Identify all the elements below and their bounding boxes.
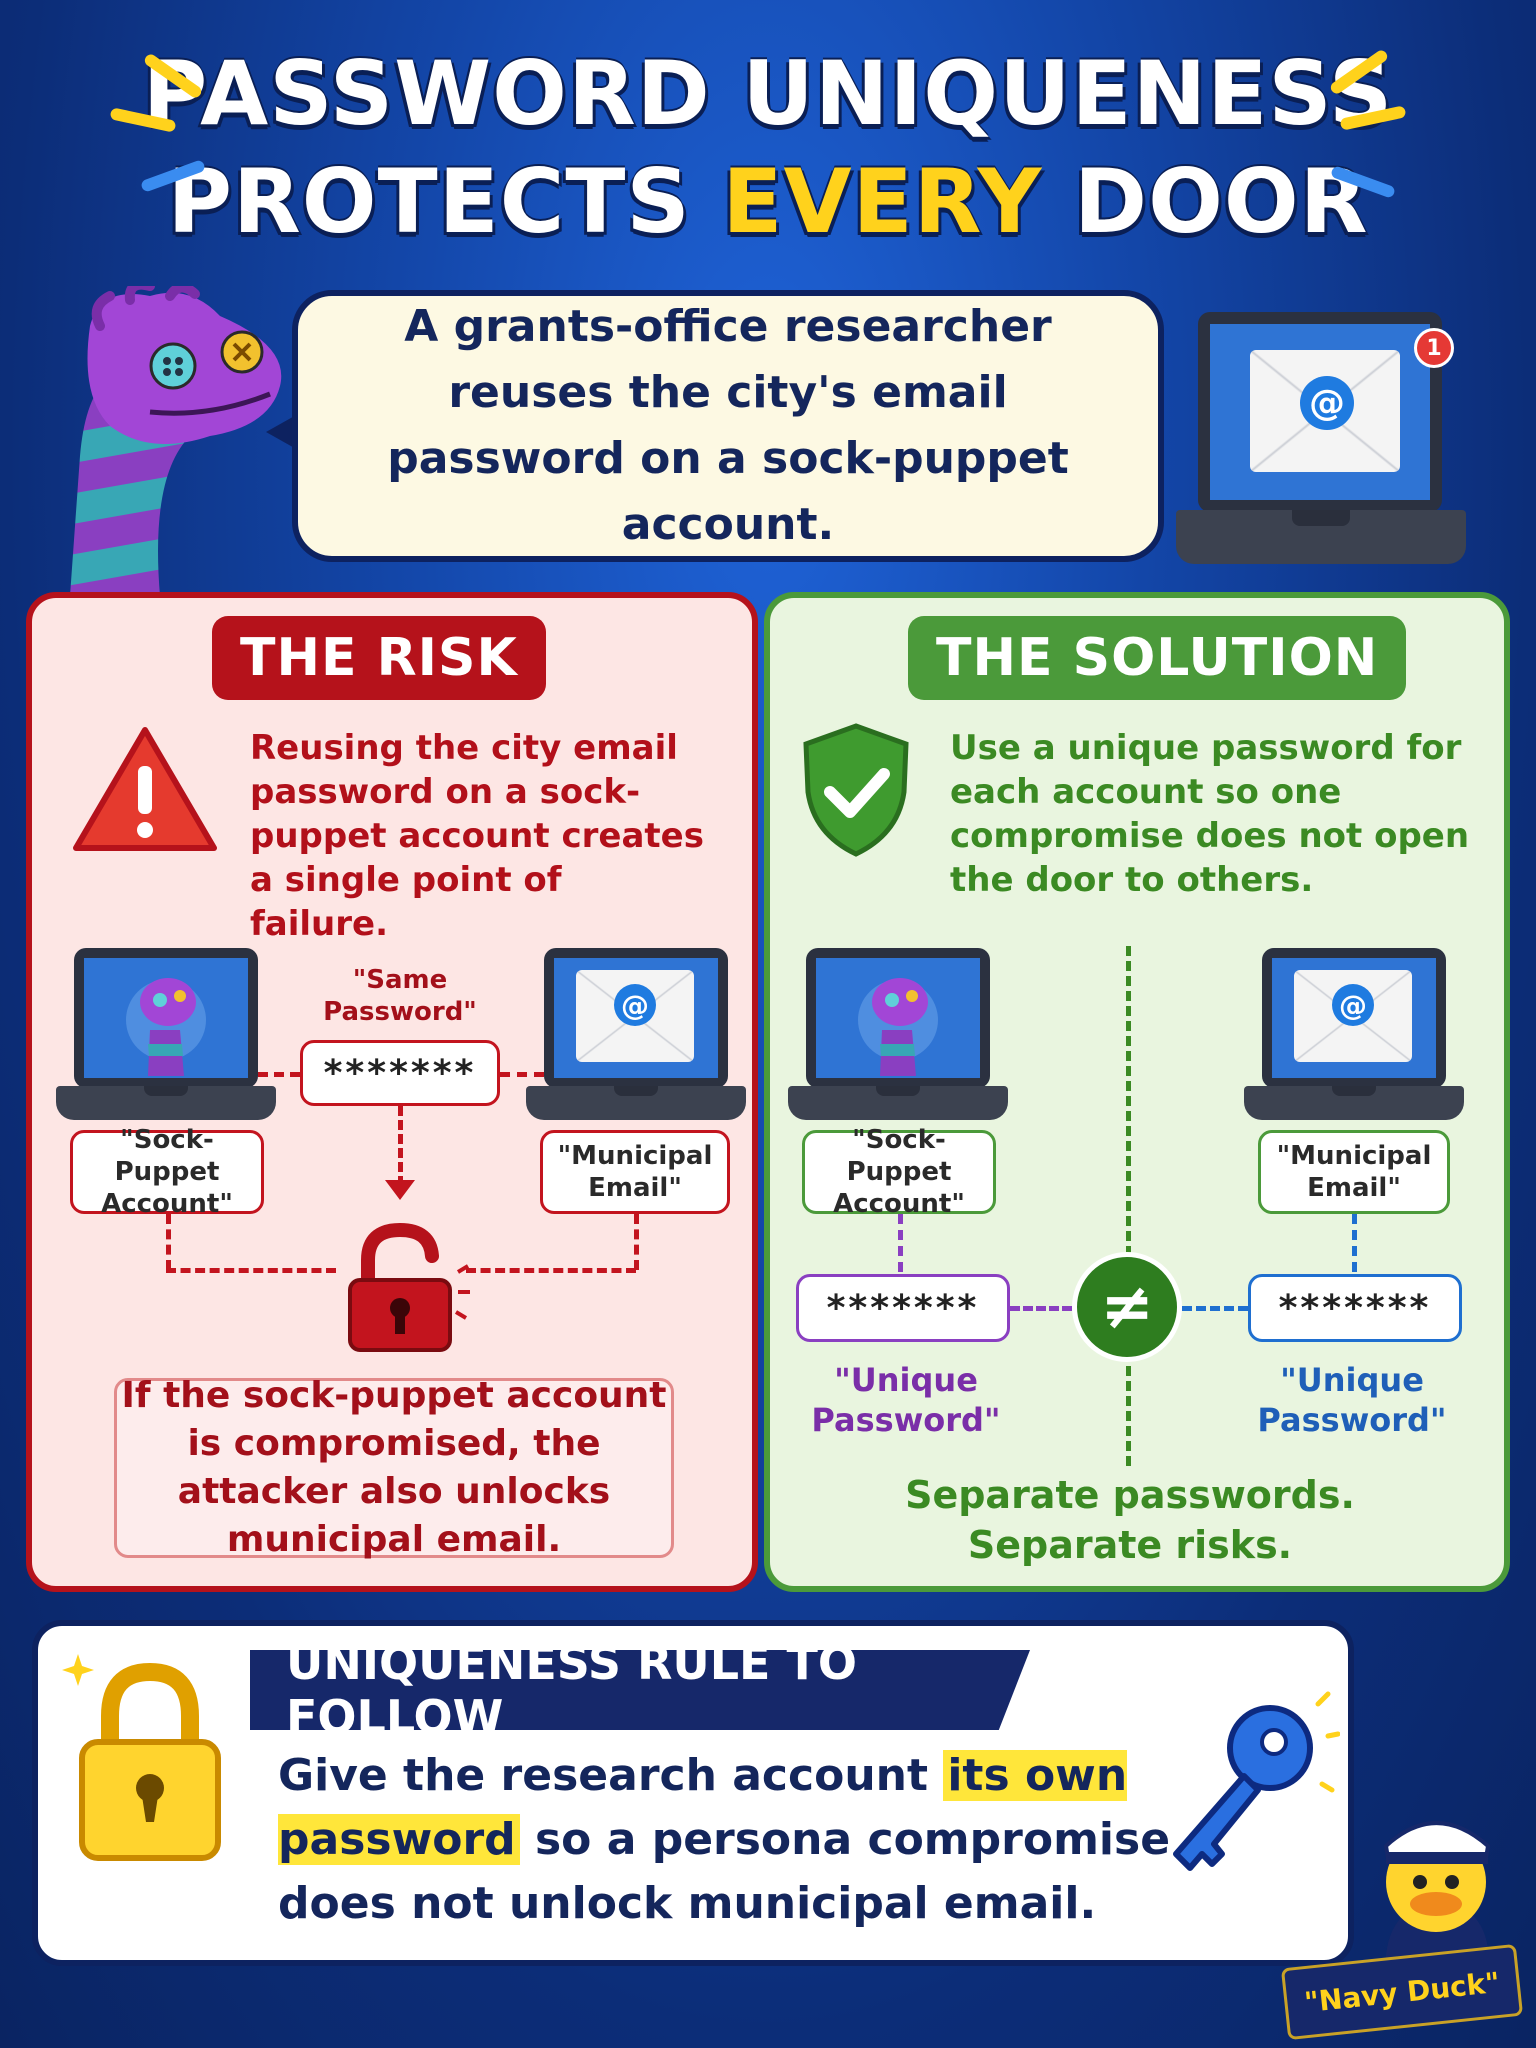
rule-text-before: Give the research account xyxy=(278,1750,944,1801)
at-icon: @ xyxy=(614,984,656,1026)
risk-consequence-box: If the sock-puppet account is compromise… xyxy=(114,1375,674,1560)
padlock-icon xyxy=(62,1654,221,1861)
title-line-2-b: DOOR xyxy=(1042,150,1369,253)
laptop-base xyxy=(526,1086,746,1120)
municipal-email-label: "Municipal Email" xyxy=(1258,1130,1450,1214)
solution-tag: THE SOLUTION xyxy=(908,616,1407,700)
connector-line xyxy=(166,1268,336,1273)
intro-text: A grants-office researcher reuses the ci… xyxy=(387,301,1069,550)
title-line-2: PROTECTS EVERY DOOR xyxy=(0,148,1536,256)
solution-tagline-1: Separate passwords. xyxy=(905,1473,1355,1517)
divider-line xyxy=(1126,946,1131,1466)
rule-heading: UNIQUENESS RULE TO FOLLOW xyxy=(250,1650,1030,1730)
title-line-1: PASSWORD UNIQUENESS xyxy=(142,42,1394,145)
sock-puppet-account-label: "Sock-Puppet Account" xyxy=(802,1125,996,1219)
title-highlight: EVERY xyxy=(722,150,1043,253)
at-icon: @ xyxy=(1332,984,1374,1026)
municipal-email-label: "Municipal Email" xyxy=(540,1130,730,1214)
connector-line xyxy=(1182,1306,1248,1311)
laptop-base xyxy=(1244,1086,1464,1120)
title-line-2-a: PROTECTS xyxy=(167,150,723,253)
warning-icon xyxy=(73,727,217,851)
unique-password-field-right: ******* xyxy=(1248,1274,1462,1342)
intro-speech-bubble: A grants-office researcher reuses the ci… xyxy=(266,290,1164,562)
shared-password-field: ******* xyxy=(300,1040,500,1106)
laptop-base xyxy=(56,1086,276,1120)
laptop-base xyxy=(1176,510,1466,564)
connector-line xyxy=(1010,1306,1072,1311)
solution-tagline-2: Separate risks. xyxy=(967,1523,1293,1567)
solution-tagline: Separate passwords. Separate risks. xyxy=(850,1470,1410,1570)
page-title: PASSWORD UNIQUENESS PROTECTS EVERY DOOR xyxy=(0,40,1536,256)
not-equal-icon: ≠ xyxy=(1072,1252,1182,1362)
shield-check-icon xyxy=(803,723,909,857)
rule-text-after: so a persona compromise does not unlock … xyxy=(278,1814,1171,1929)
unique-password-label-right: "Unique Password" xyxy=(1257,1361,1447,1439)
risk-tag: THE RISK xyxy=(212,616,546,700)
connector-line xyxy=(898,1214,903,1272)
arrow-down-icon xyxy=(385,1180,415,1200)
solution-description: Use a unique password for each account s… xyxy=(950,728,1470,900)
connector-line xyxy=(634,1214,639,1270)
connector-line xyxy=(166,1214,171,1270)
open-padlock-icon xyxy=(348,1222,470,1352)
key-icon xyxy=(1173,1691,1340,1871)
connector-line xyxy=(466,1268,636,1273)
same-password-label: "Same Password" xyxy=(323,965,477,1027)
at-icon: @ xyxy=(1300,376,1354,430)
rule-text: Give the research account its own passwo… xyxy=(278,1744,1218,1936)
laptop-base xyxy=(788,1086,1008,1120)
sock-puppet-illustration xyxy=(70,286,282,596)
notification-badge: 1 xyxy=(1414,328,1454,368)
sock-puppet-icon xyxy=(858,978,938,1076)
connector-line xyxy=(1352,1214,1357,1272)
connector-line xyxy=(500,1072,544,1077)
risk-consequence-text: If the sock-puppet account is compromise… xyxy=(121,1375,667,1560)
risk-description: Reusing the city email password on a soc… xyxy=(250,728,704,944)
unique-password-field-left: ******* xyxy=(796,1274,1010,1342)
sock-puppet-icon xyxy=(126,978,206,1076)
connector-line xyxy=(258,1072,300,1077)
unique-password-label-left: "Unique Password" xyxy=(811,1361,1001,1439)
connector-line xyxy=(398,1106,403,1186)
sock-puppet-account-label: "Sock-Puppet Account" xyxy=(70,1125,264,1219)
